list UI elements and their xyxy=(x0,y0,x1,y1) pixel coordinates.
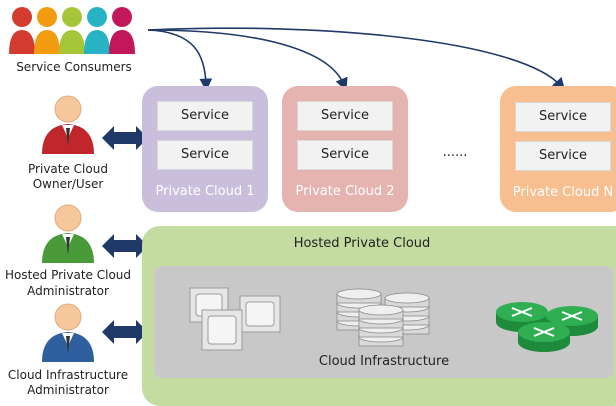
actor-label-line2: Administrator xyxy=(27,284,109,298)
actor-label-line2: Administrator xyxy=(27,383,109,397)
storage-icon xyxy=(336,288,430,347)
server-icon xyxy=(189,287,281,351)
consumer-figure xyxy=(9,7,35,54)
router-unit xyxy=(518,322,570,352)
arrow-to-cloud-1 xyxy=(147,29,213,92)
person-icon xyxy=(42,303,94,362)
arrow-to-cloud-2 xyxy=(147,29,348,91)
consumer-figure xyxy=(59,7,85,54)
service-box: Service xyxy=(157,101,253,131)
private-cloud-2: Service Service Private Cloud 2 xyxy=(282,86,408,212)
actor-label-line1: Hosted Private Cloud xyxy=(4,268,132,282)
cloud-title: Private Cloud 1 xyxy=(155,184,255,199)
infrastructure-label: Cloud Infrastructure xyxy=(318,354,450,369)
service-box: Service xyxy=(297,101,393,131)
private-cloud-1: Service Service Private Cloud 1 xyxy=(142,86,268,212)
person-icon xyxy=(42,95,94,154)
router-unit xyxy=(546,306,598,336)
service-box: Service xyxy=(515,102,611,132)
consumer-arrows xyxy=(147,27,566,92)
double-arrow-infra-admin xyxy=(102,320,148,344)
ellipsis: ...... xyxy=(442,145,468,160)
consumers-icon xyxy=(9,7,135,54)
private-cloud-n: Service Service Private Cloud N xyxy=(500,86,616,212)
double-arrow-owner xyxy=(102,126,148,150)
consumer-figure xyxy=(34,7,60,54)
consumer-figure xyxy=(84,7,110,54)
hosted-private-cloud: Hosted Private Cloud Cloud Infrastructur… xyxy=(142,226,616,406)
cloud-title: Private Cloud 2 xyxy=(295,184,395,199)
actor-label-line1: Cloud Infrastructure xyxy=(7,368,129,382)
consumer-figure xyxy=(109,7,135,54)
actor-label-line2: Owner/User xyxy=(32,177,104,191)
cloud-infrastructure-panel: Cloud Infrastructure xyxy=(154,266,614,378)
actor-label-line1: Private Cloud xyxy=(28,162,108,176)
service-consumers-label: Service Consumers xyxy=(16,60,132,74)
double-arrow-hosted-admin xyxy=(102,234,148,258)
service-box: Service xyxy=(297,140,393,170)
service-box: Service xyxy=(515,141,611,171)
cloud-title: Private Cloud N xyxy=(512,185,614,200)
service-box: Service xyxy=(157,140,253,170)
disk-stack xyxy=(358,304,404,347)
router-icon xyxy=(496,302,598,352)
arrow-to-cloud-n xyxy=(147,27,566,91)
hosted-title: Hosted Private Cloud xyxy=(293,236,431,251)
person-icon xyxy=(42,204,94,263)
